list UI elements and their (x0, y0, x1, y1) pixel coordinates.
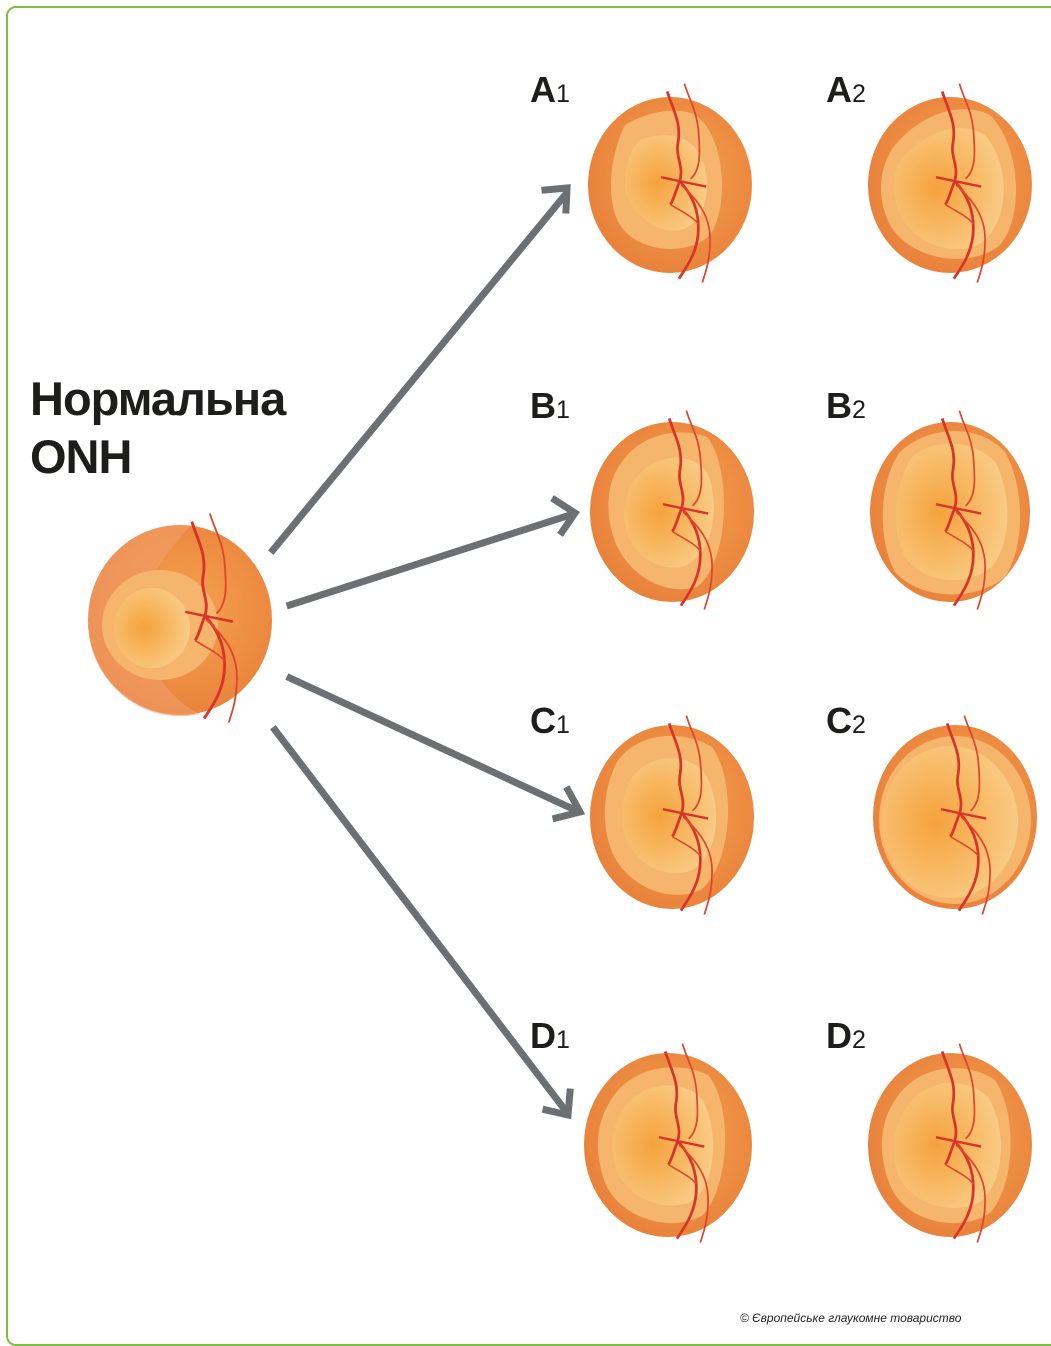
disc-a1 (588, 84, 752, 283)
label-c1-sub: 1 (556, 711, 570, 739)
copyright-notice: © Європейське глаукомне товариство (740, 1311, 961, 1325)
label-a2-sub: 2 (852, 80, 866, 108)
label-c1-letter: C (530, 700, 556, 741)
disc-b2 (870, 411, 1030, 610)
label-d1-letter: D (530, 1015, 556, 1056)
label-c2-letter: C (826, 700, 852, 741)
label-a1-letter: A (530, 69, 556, 110)
disc-c2 (873, 716, 1037, 915)
label-b1: B1 (530, 388, 570, 428)
disc-b1 (590, 411, 754, 610)
label-a2-letter: A (826, 69, 852, 110)
arrows (273, 188, 580, 1115)
disc-c1 (590, 716, 754, 915)
label-b2-sub: 2 (852, 396, 866, 424)
label-d2-letter: D (826, 1015, 852, 1056)
label-c2-sub: 2 (852, 711, 866, 739)
label-d1-sub: 1 (556, 1026, 570, 1054)
normal-onh-disc (88, 513, 272, 722)
disc-d1 (584, 1044, 752, 1243)
disc-d2 (868, 1044, 1032, 1243)
label-d1: D1 (530, 1018, 570, 1058)
arrow-to-a1 (273, 188, 567, 550)
disc-a2 (868, 84, 1032, 283)
label-a1-sub: 1 (556, 80, 570, 108)
arrow-to-c1 (290, 678, 580, 818)
label-a1: A1 (530, 72, 570, 112)
label-d2: D2 (826, 1018, 866, 1058)
label-d2-sub: 2 (852, 1026, 866, 1054)
label-b1-sub: 1 (556, 396, 570, 424)
label-a2: A2 (826, 72, 866, 112)
label-b2: B2 (826, 388, 866, 428)
label-b1-letter: B (530, 385, 556, 426)
label-b2-letter: B (826, 385, 852, 426)
label-c1: C1 (530, 703, 570, 743)
label-c2: C2 (826, 703, 866, 743)
arrow-to-b1 (290, 500, 575, 605)
